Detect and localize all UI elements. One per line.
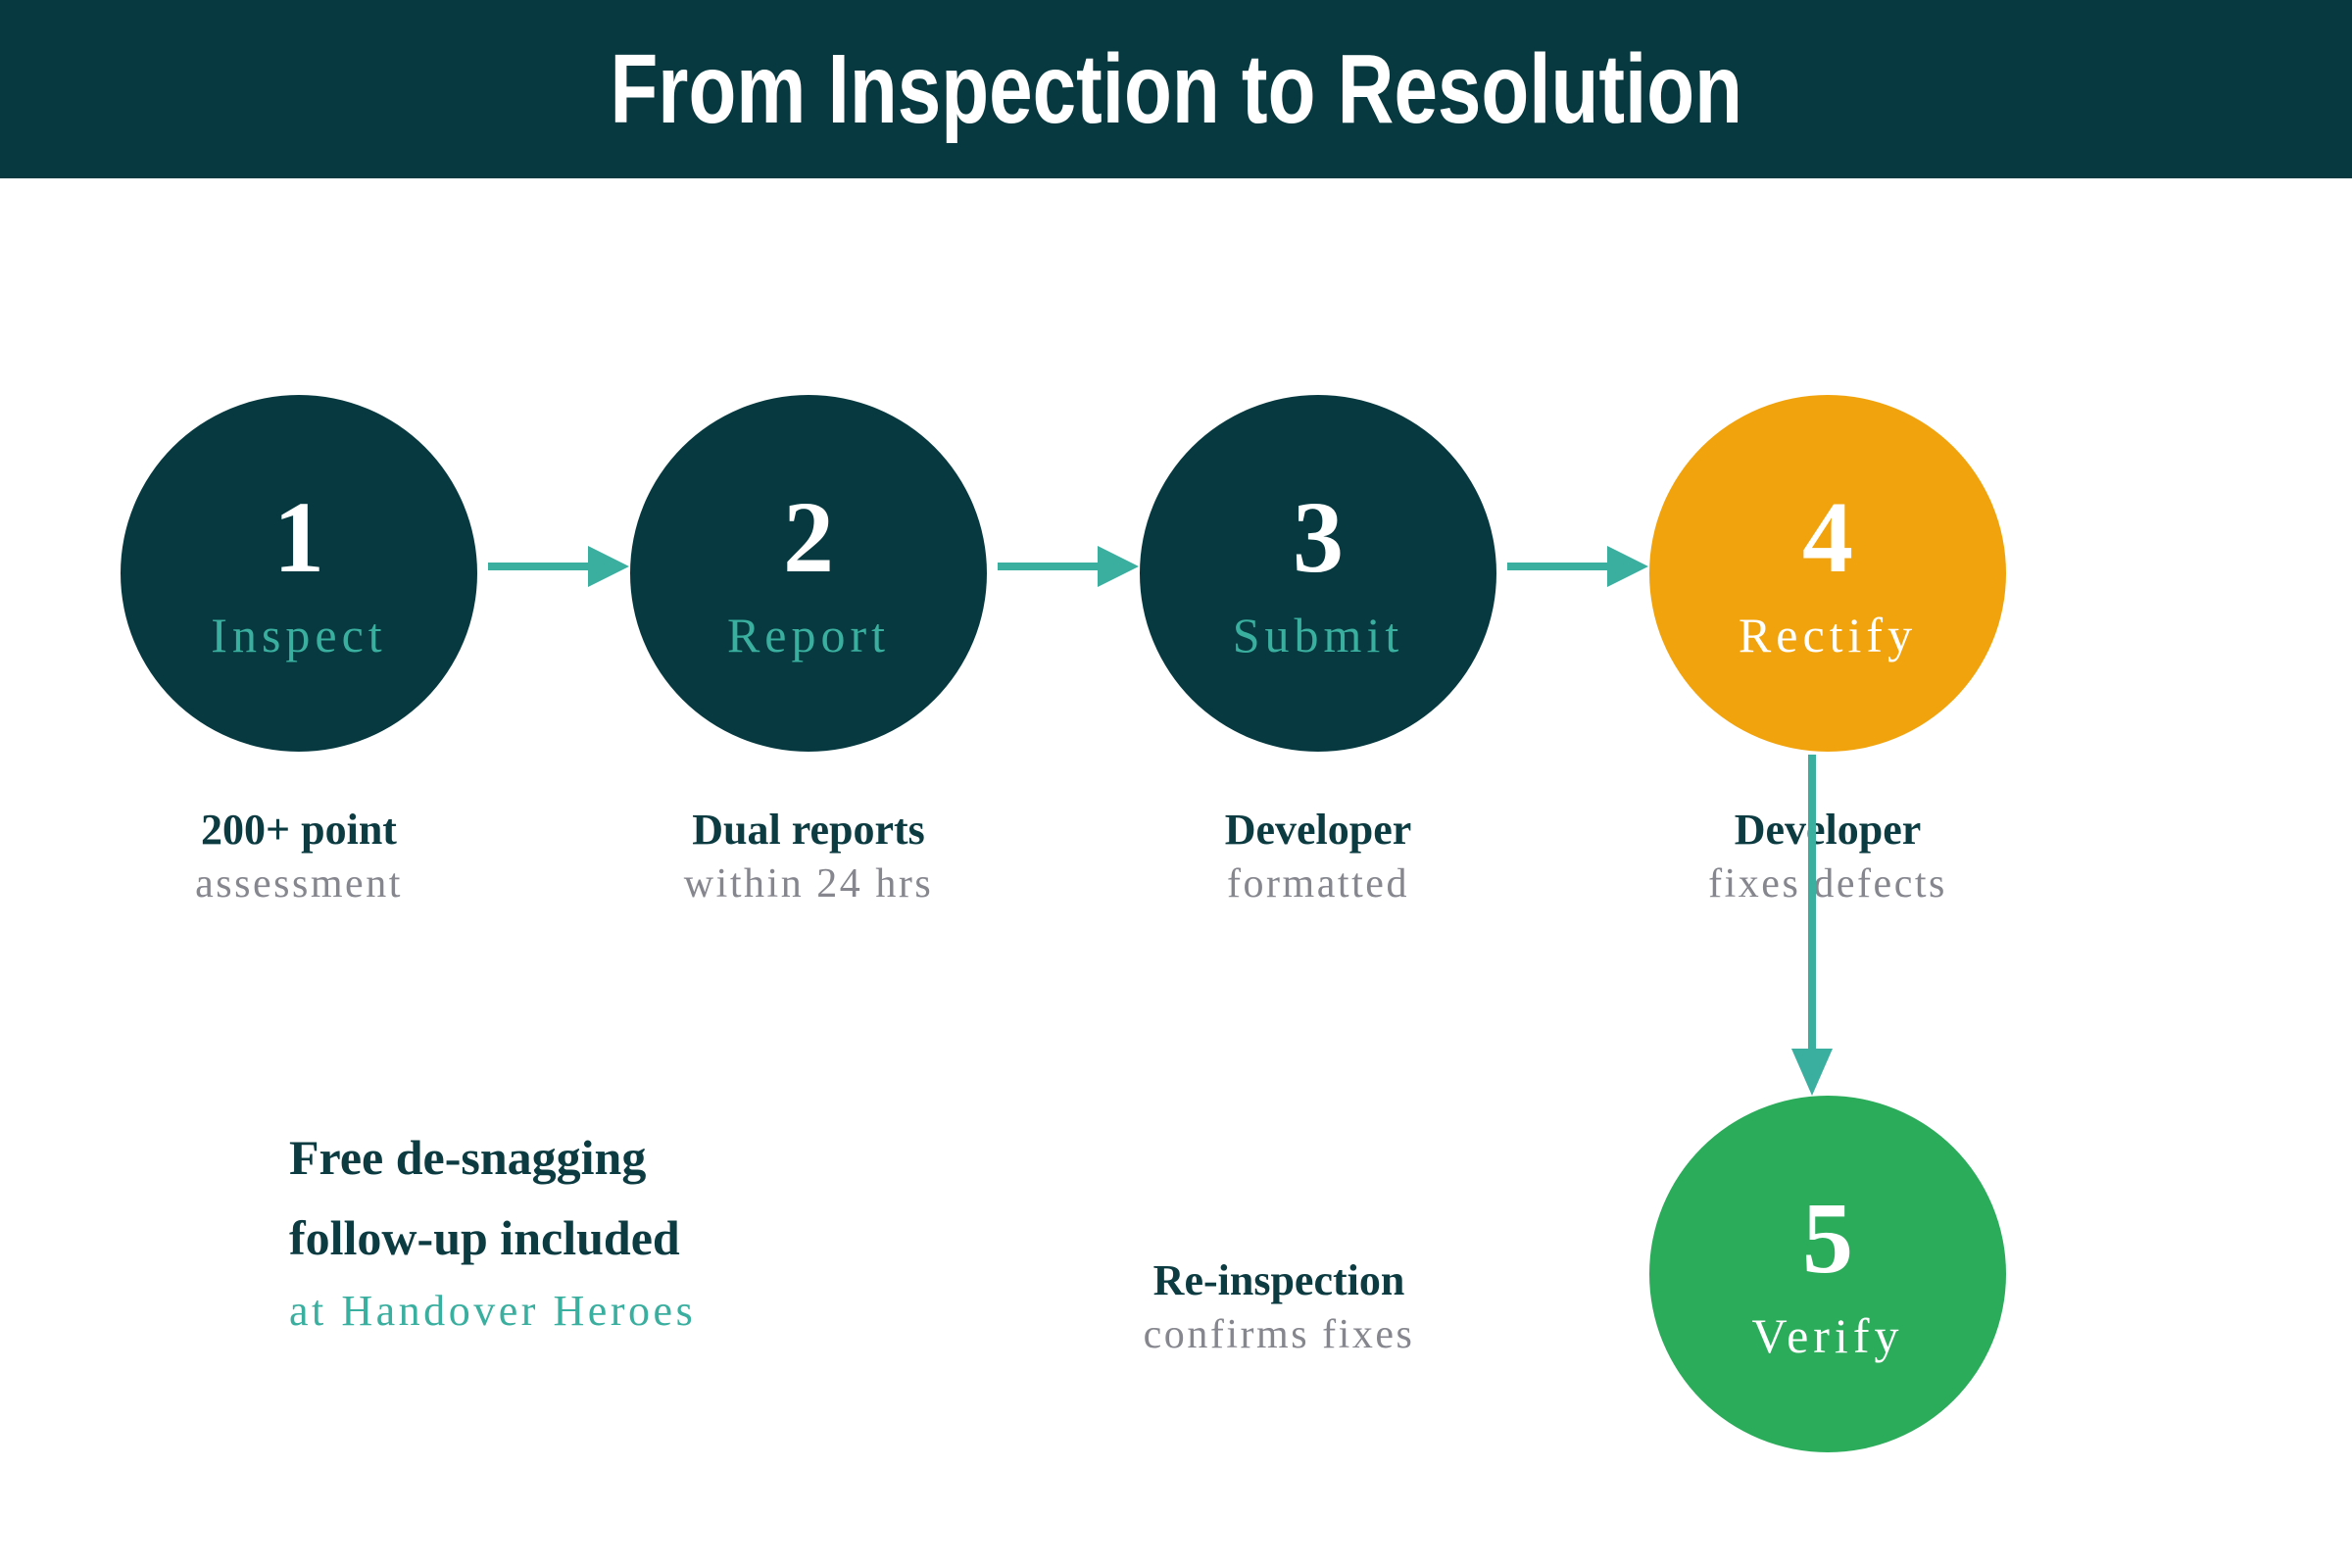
step-number: 3: [1293, 481, 1344, 594]
step-caption-report: Dual reports within 24 hrs: [593, 802, 1024, 911]
step-number: 5: [1802, 1182, 1853, 1295]
step-label: Submit: [1232, 608, 1404, 662]
step-caption-submit: Developer formatted: [1102, 802, 1534, 911]
step-label: Rectify: [1738, 608, 1918, 662]
step-caption-rectify: Developer fixes defects: [1612, 802, 2043, 911]
caption-heading: 200+ point: [201, 806, 397, 854]
note-line-2: follow-up included: [289, 1210, 680, 1265]
arrow-icon-step3-step4: [1507, 546, 1648, 587]
caption-heading: Dual reports: [692, 806, 925, 854]
step-label: Inspect: [211, 608, 387, 662]
step-number: 4: [1802, 481, 1853, 594]
step-circle-rectify: 4 Rectify: [1649, 395, 2006, 752]
caption-subtext: assessment: [195, 861, 403, 907]
step-label: Verify: [1751, 1308, 1904, 1363]
caption-subtext: fixes defects: [1708, 861, 1947, 907]
arrow-icon-step4-step5: [1791, 755, 1833, 1096]
note-brand-line: at Handover Heroes: [289, 1287, 697, 1335]
caption-subtext: formatted: [1227, 861, 1409, 907]
caption-subtext: within 24 hrs: [683, 861, 934, 907]
step-number: 2: [783, 481, 834, 594]
step-caption-verify: Re-inspection confirms fixes: [1063, 1252, 1494, 1362]
caption-heading: Re-inspection: [1152, 1256, 1405, 1304]
step-caption-inspect: 200+ point assessment: [83, 802, 514, 911]
caption-heading: Developer: [1224, 806, 1412, 854]
arrow-icon-step2-step3: [998, 546, 1139, 587]
step-circle-inspect: 1 Inspect: [121, 395, 477, 752]
step-circle-verify: 5 Verify: [1649, 1096, 2006, 1452]
step-circle-report: 2 Report: [630, 395, 987, 752]
note-line-1: Free de-snagging: [289, 1130, 647, 1185]
header-banner: From Inspection to Resolution: [0, 0, 2352, 178]
caption-subtext: confirms fixes: [1143, 1312, 1415, 1358]
caption-heading: Developer: [1734, 806, 1922, 854]
arrow-icon-step1-step2: [488, 546, 629, 587]
free-desnagging-note: Free de-snagging follow-up included at H…: [289, 1117, 696, 1338]
step-circle-submit: 3 Submit: [1140, 395, 1496, 752]
step-number: 1: [273, 481, 324, 594]
step-label: Report: [726, 608, 891, 662]
page-title: From Inspection to Resolution: [610, 33, 1742, 144]
